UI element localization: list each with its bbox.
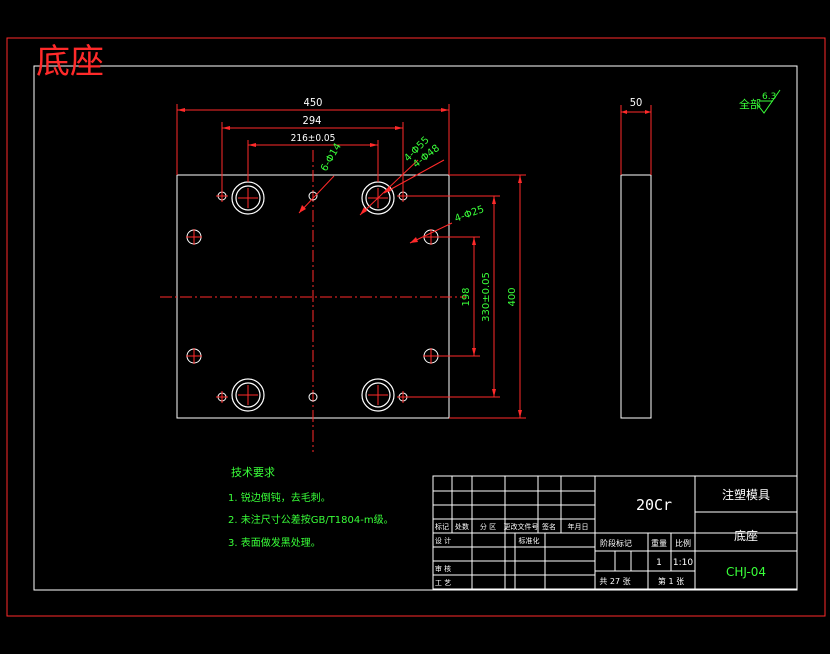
label-std: 标准化 (519, 536, 540, 545)
label-sign: 签名 (542, 522, 556, 531)
label-process: 工 艺 (435, 579, 451, 587)
counterbore-hole (231, 181, 265, 215)
roughness-symbol: 全部 6.3 (739, 89, 781, 114)
front-view (160, 150, 466, 452)
part-name: 底座 (734, 528, 758, 543)
tech-item: 2. 未注尺寸公差按GB/T1804-m级。 (228, 513, 394, 526)
hdr-scale: 比例 (675, 538, 691, 548)
dim-hole-span-a: 294 (303, 114, 322, 127)
project-name: 注塑模具 (722, 487, 770, 502)
sheet-number: 第 1 张 (658, 576, 684, 586)
callout-side-holes: 4-Φ25 (453, 204, 485, 225)
roughness-value: 6.3 (762, 92, 776, 102)
dim-side-thickness: 50 (630, 96, 643, 109)
roughness-prefix: 全部 (739, 97, 761, 111)
dim-width: 450 (304, 96, 323, 109)
tech-requirements: 技术要求 1. 锐边倒钝，去毛刺。 2. 未注尺寸公差按GB/T1804-m级。… (228, 466, 394, 549)
label-mark: 标记 (435, 522, 449, 531)
label-review: 审 核 (435, 564, 451, 573)
label-zone: 分 区 (480, 522, 496, 531)
title-block (432, 475, 798, 590)
tech-item: 1. 锐边倒钝，去毛刺。 (228, 491, 331, 504)
small-hole (308, 392, 318, 402)
dim-hole-vspan-a: 198 (461, 287, 472, 306)
sheets-total: 共 27 张 (599, 577, 630, 586)
side-hole (186, 229, 202, 245)
dim-height: 400 (507, 287, 518, 306)
tech-heading: 技术要求 (231, 466, 275, 479)
label-doc: 更改文件号 (504, 522, 539, 531)
label-count: 处数 (455, 522, 469, 531)
side-hole (186, 348, 202, 364)
label-date: 年月日 (568, 522, 589, 531)
callout-small-holes: 6-Φ14 (319, 142, 344, 174)
dim-hole-span-b: 216±0.05 (291, 133, 336, 144)
arrowheads (177, 108, 522, 418)
hdr-stage: 阶段标记 (600, 538, 632, 548)
side-hole (423, 348, 439, 364)
weight-value: 1 (656, 558, 662, 568)
side-hole (423, 229, 439, 245)
outer-border (6, 37, 826, 617)
drawing-number: CHJ-04 (726, 565, 766, 579)
counterbore-hole (361, 378, 395, 412)
scale-value: 1:10 (673, 558, 693, 568)
material-text: 20Cr (636, 496, 672, 514)
label-design: 设 计 (435, 536, 451, 545)
counterbore-hole (231, 378, 265, 412)
small-hole (308, 191, 318, 201)
drawing-title: 底座 (36, 42, 104, 82)
hdr-weight: 重量 (651, 538, 667, 548)
dimension-lines (176, 104, 526, 419)
tech-item: 3. 表面做发黑处理。 (228, 536, 321, 549)
inner-frame (33, 65, 798, 591)
dim-hole-vspan-b: 330±0.05 (481, 272, 492, 322)
side-view (620, 105, 652, 419)
